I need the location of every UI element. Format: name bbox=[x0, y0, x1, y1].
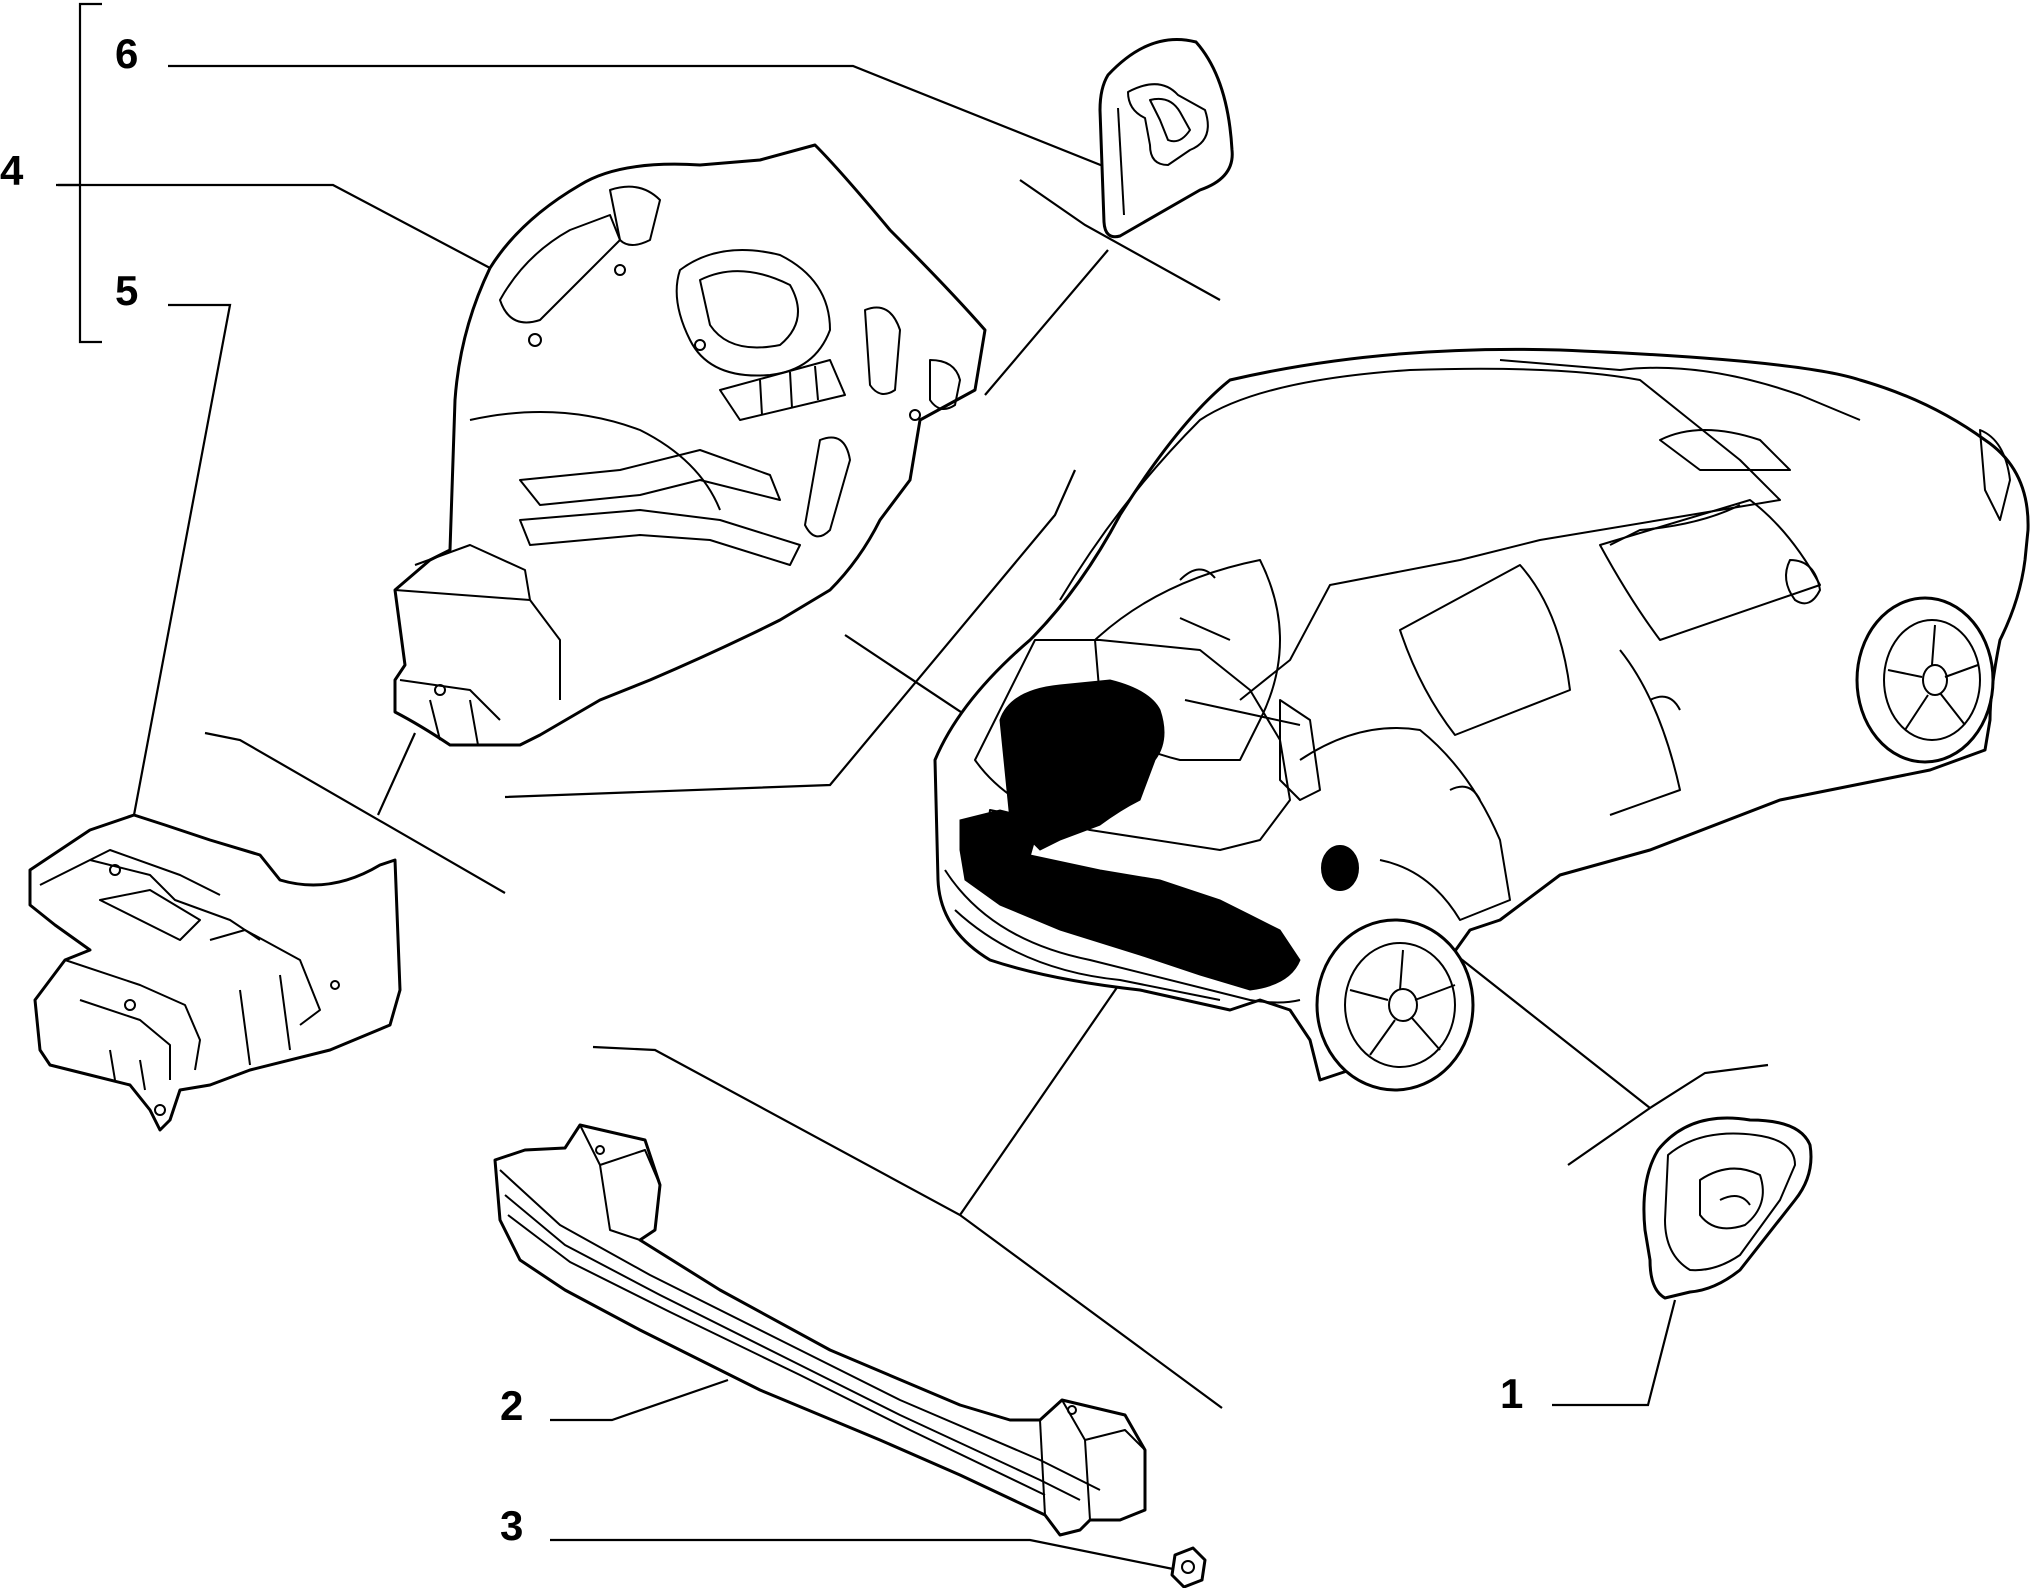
part-2-crossmember[interactable] bbox=[493, 1123, 1147, 1537]
leader-6 bbox=[168, 64, 1109, 170]
indicator-line-5b bbox=[376, 732, 417, 816]
part-6-bracket[interactable] bbox=[1098, 38, 1234, 239]
indicator-line-6b bbox=[984, 249, 1109, 396]
indicator-line-1 bbox=[1567, 1063, 1769, 1166]
leader-1 bbox=[1552, 1299, 1677, 1407]
indicator-line-4 bbox=[504, 469, 1077, 799]
part-4-wheelhouse[interactable] bbox=[393, 143, 987, 747]
indicator-line-2b bbox=[959, 956, 1139, 1216]
indicator-line-5 bbox=[204, 731, 506, 894]
leader-2 bbox=[550, 1378, 729, 1422]
callout-1[interactable]: 1 bbox=[1500, 1370, 1523, 1417]
part-1-fuel-filler-housing[interactable] bbox=[1642, 1116, 1813, 1300]
indicator-line-6 bbox=[1019, 179, 1221, 301]
callout-2[interactable]: 2 bbox=[500, 1382, 523, 1429]
indicator-line-2 bbox=[592, 1045, 1223, 1409]
callout-6[interactable]: 6 bbox=[115, 30, 138, 77]
leader-3 bbox=[550, 1538, 1179, 1572]
callout-4[interactable]: 4 bbox=[0, 147, 24, 194]
leader-5 bbox=[132, 303, 232, 816]
group-bracket-4 bbox=[78, 2, 102, 344]
callout-3[interactable]: 3 bbox=[500, 1502, 523, 1549]
callout-5[interactable]: 5 bbox=[115, 267, 138, 314]
car-rear-view bbox=[933, 347, 2030, 1092]
part-5-bracket[interactable] bbox=[28, 813, 402, 1132]
part-3-nut[interactable] bbox=[1170, 1546, 1207, 1588]
leader-4 bbox=[58, 183, 491, 269]
